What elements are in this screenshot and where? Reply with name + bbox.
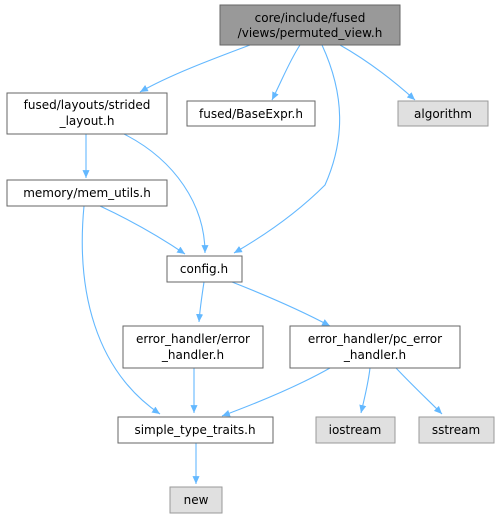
node-simple-type-traits-label: simple_type_traits.h xyxy=(134,423,255,437)
edges xyxy=(81,44,443,484)
node-algorithm-label: algorithm xyxy=(414,107,472,121)
edge-config-to-error-handler xyxy=(196,281,205,323)
node-base-expr-label: fused/BaseExpr.h xyxy=(199,107,303,121)
node-mem-utils[interactable]: memory/mem_utils.h xyxy=(6,179,168,207)
node-mem-utils-label: memory/mem_utils.h xyxy=(23,186,151,200)
node-error-handler[interactable]: error_handler/error _handler.h xyxy=(122,325,264,369)
node-strided-layout-line-1: fused/layouts/strided xyxy=(24,98,151,112)
edge-mem-utils-to-simple-type-traits xyxy=(81,205,161,415)
node-pc-error-handler-line-2: _handler.h xyxy=(343,348,406,362)
node-config-label: config.h xyxy=(180,262,228,276)
node-base-expr[interactable]: fused/BaseExpr.h xyxy=(186,100,316,127)
node-algorithm[interactable]: algorithm xyxy=(397,100,489,127)
node-sstream-label: sstream xyxy=(432,423,480,437)
edge-root-to-config xyxy=(233,44,341,254)
edge-pc-error-handler-to-iostream xyxy=(359,367,371,414)
node-config[interactable]: config.h xyxy=(166,255,243,283)
node-iostream[interactable]: iostream xyxy=(315,416,396,444)
node-strided-layout-line-2: _layout.h xyxy=(59,114,115,128)
edge-mem-utils-to-config xyxy=(99,205,186,255)
node-error-handler-line-1: error_handler/error xyxy=(136,332,250,346)
edge-strided-layout-to-config xyxy=(123,133,209,254)
edge-pc-error-handler-to-simple-type-traits xyxy=(221,367,331,417)
node-iostream-label: iostream xyxy=(329,423,382,437)
node-root-line-2: /views/permuted_view.h xyxy=(238,26,383,40)
edge-root-to-strided-layout xyxy=(139,44,251,93)
node-root[interactable]: core/include/fused /views/permuted_view.… xyxy=(219,4,401,46)
edge-pc-error-handler-to-sstream xyxy=(395,367,443,415)
node-new-label: new xyxy=(184,493,209,507)
node-new[interactable]: new xyxy=(169,486,223,514)
node-pc-error-handler[interactable]: error_handler/pc_error _handler.h xyxy=(289,325,461,369)
node-sstream[interactable]: sstream xyxy=(418,416,495,444)
edge-config-to-pc-error-handler xyxy=(231,281,331,327)
node-pc-error-handler-line-1: error_handler/pc_error xyxy=(308,332,442,346)
node-error-handler-line-2: _handler.h xyxy=(161,348,224,362)
edge-root-to-base-expr xyxy=(271,44,301,101)
node-root-line-1: core/include/fused xyxy=(255,11,366,25)
node-simple-type-traits[interactable]: simple_type_traits.h xyxy=(117,416,274,444)
edge-root-to-algorithm xyxy=(339,44,416,101)
node-strided-layout[interactable]: fused/layouts/strided _layout.h xyxy=(6,92,168,135)
